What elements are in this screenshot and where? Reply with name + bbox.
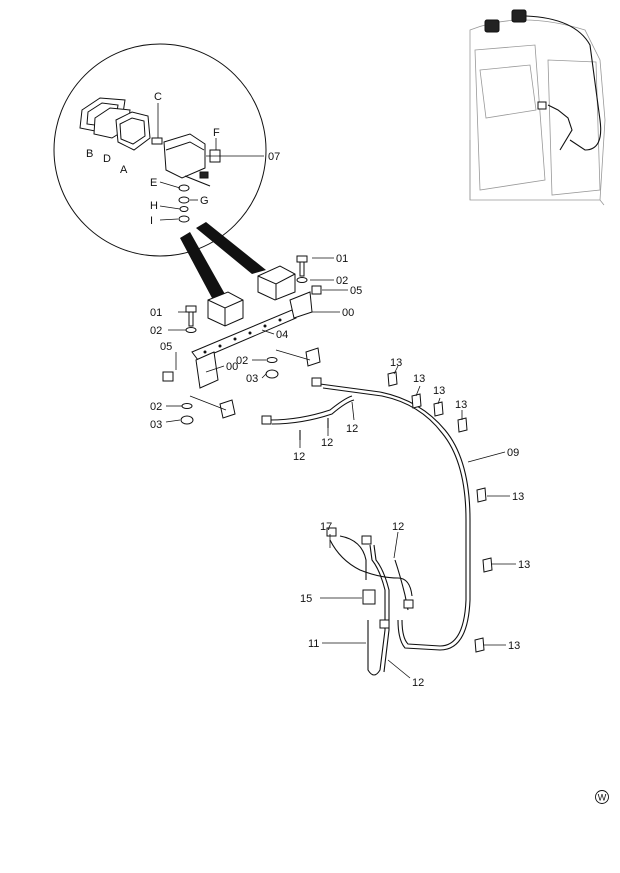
label-01-left: 01 bbox=[150, 307, 162, 319]
harness-clips bbox=[387, 371, 493, 653]
label-B: B bbox=[86, 148, 93, 160]
label-12-e: 12 bbox=[412, 677, 424, 689]
label-07: 07 bbox=[268, 151, 280, 163]
label-12-c: 12 bbox=[346, 423, 358, 435]
label-09: 09 bbox=[507, 447, 519, 459]
label-05-right: 05 bbox=[350, 285, 362, 297]
leader-lines-upper bbox=[165, 257, 348, 423]
label-13-e: 13 bbox=[512, 491, 524, 503]
detail-pointer bbox=[180, 222, 266, 298]
label-13-f: 13 bbox=[518, 559, 530, 571]
work-lamp-right bbox=[257, 265, 296, 301]
label-13-c: 13 bbox=[433, 385, 445, 397]
label-01-right: 01 bbox=[336, 253, 348, 265]
label-13-b: 13 bbox=[413, 373, 425, 385]
label-13-a: 13 bbox=[390, 357, 402, 369]
label-H: H bbox=[150, 200, 158, 212]
label-12-a: 12 bbox=[293, 451, 305, 463]
label-G: G bbox=[200, 195, 209, 207]
label-02-low: 02 bbox=[150, 401, 162, 413]
label-I: I bbox=[150, 215, 153, 227]
label-00-right: 00 bbox=[342, 307, 354, 319]
label-03-low: 03 bbox=[150, 419, 162, 431]
label-E: E bbox=[150, 177, 157, 189]
callout-labels: C B D A F 07 E G H I 01 02 05 00 01 02 0… bbox=[86, 91, 530, 689]
lamp-bracket bbox=[191, 309, 297, 361]
label-04: 04 bbox=[276, 329, 288, 341]
label-02-mid: 02 bbox=[236, 355, 248, 367]
hardware bbox=[162, 255, 322, 425]
label-12-d: 12 bbox=[392, 521, 404, 533]
label-A: A bbox=[120, 164, 128, 176]
label-03-mid: 03 bbox=[246, 373, 258, 385]
lamp-detail-circle bbox=[53, 43, 267, 257]
label-13-g: 13 bbox=[508, 640, 520, 652]
label-F: F bbox=[213, 127, 220, 139]
label-00-left: 00 bbox=[226, 361, 238, 373]
label-15: 15 bbox=[300, 593, 312, 605]
watermark: W bbox=[595, 790, 609, 804]
label-D: D bbox=[103, 153, 111, 165]
wire-harness bbox=[261, 377, 471, 676]
cab-outline bbox=[469, 9, 606, 206]
label-05-left: 05 bbox=[160, 341, 172, 353]
label-13-d: 13 bbox=[455, 399, 467, 411]
label-02-right: 02 bbox=[336, 275, 348, 287]
leader-lines-lower bbox=[299, 365, 516, 679]
watermark-letter: W bbox=[598, 793, 607, 803]
label-C: C bbox=[154, 91, 162, 103]
label-17: 17 bbox=[320, 521, 332, 533]
work-lamp-left bbox=[207, 291, 244, 327]
label-12-b: 12 bbox=[321, 437, 333, 449]
label-02-left: 02 bbox=[150, 325, 162, 337]
label-11: 11 bbox=[308, 638, 319, 650]
